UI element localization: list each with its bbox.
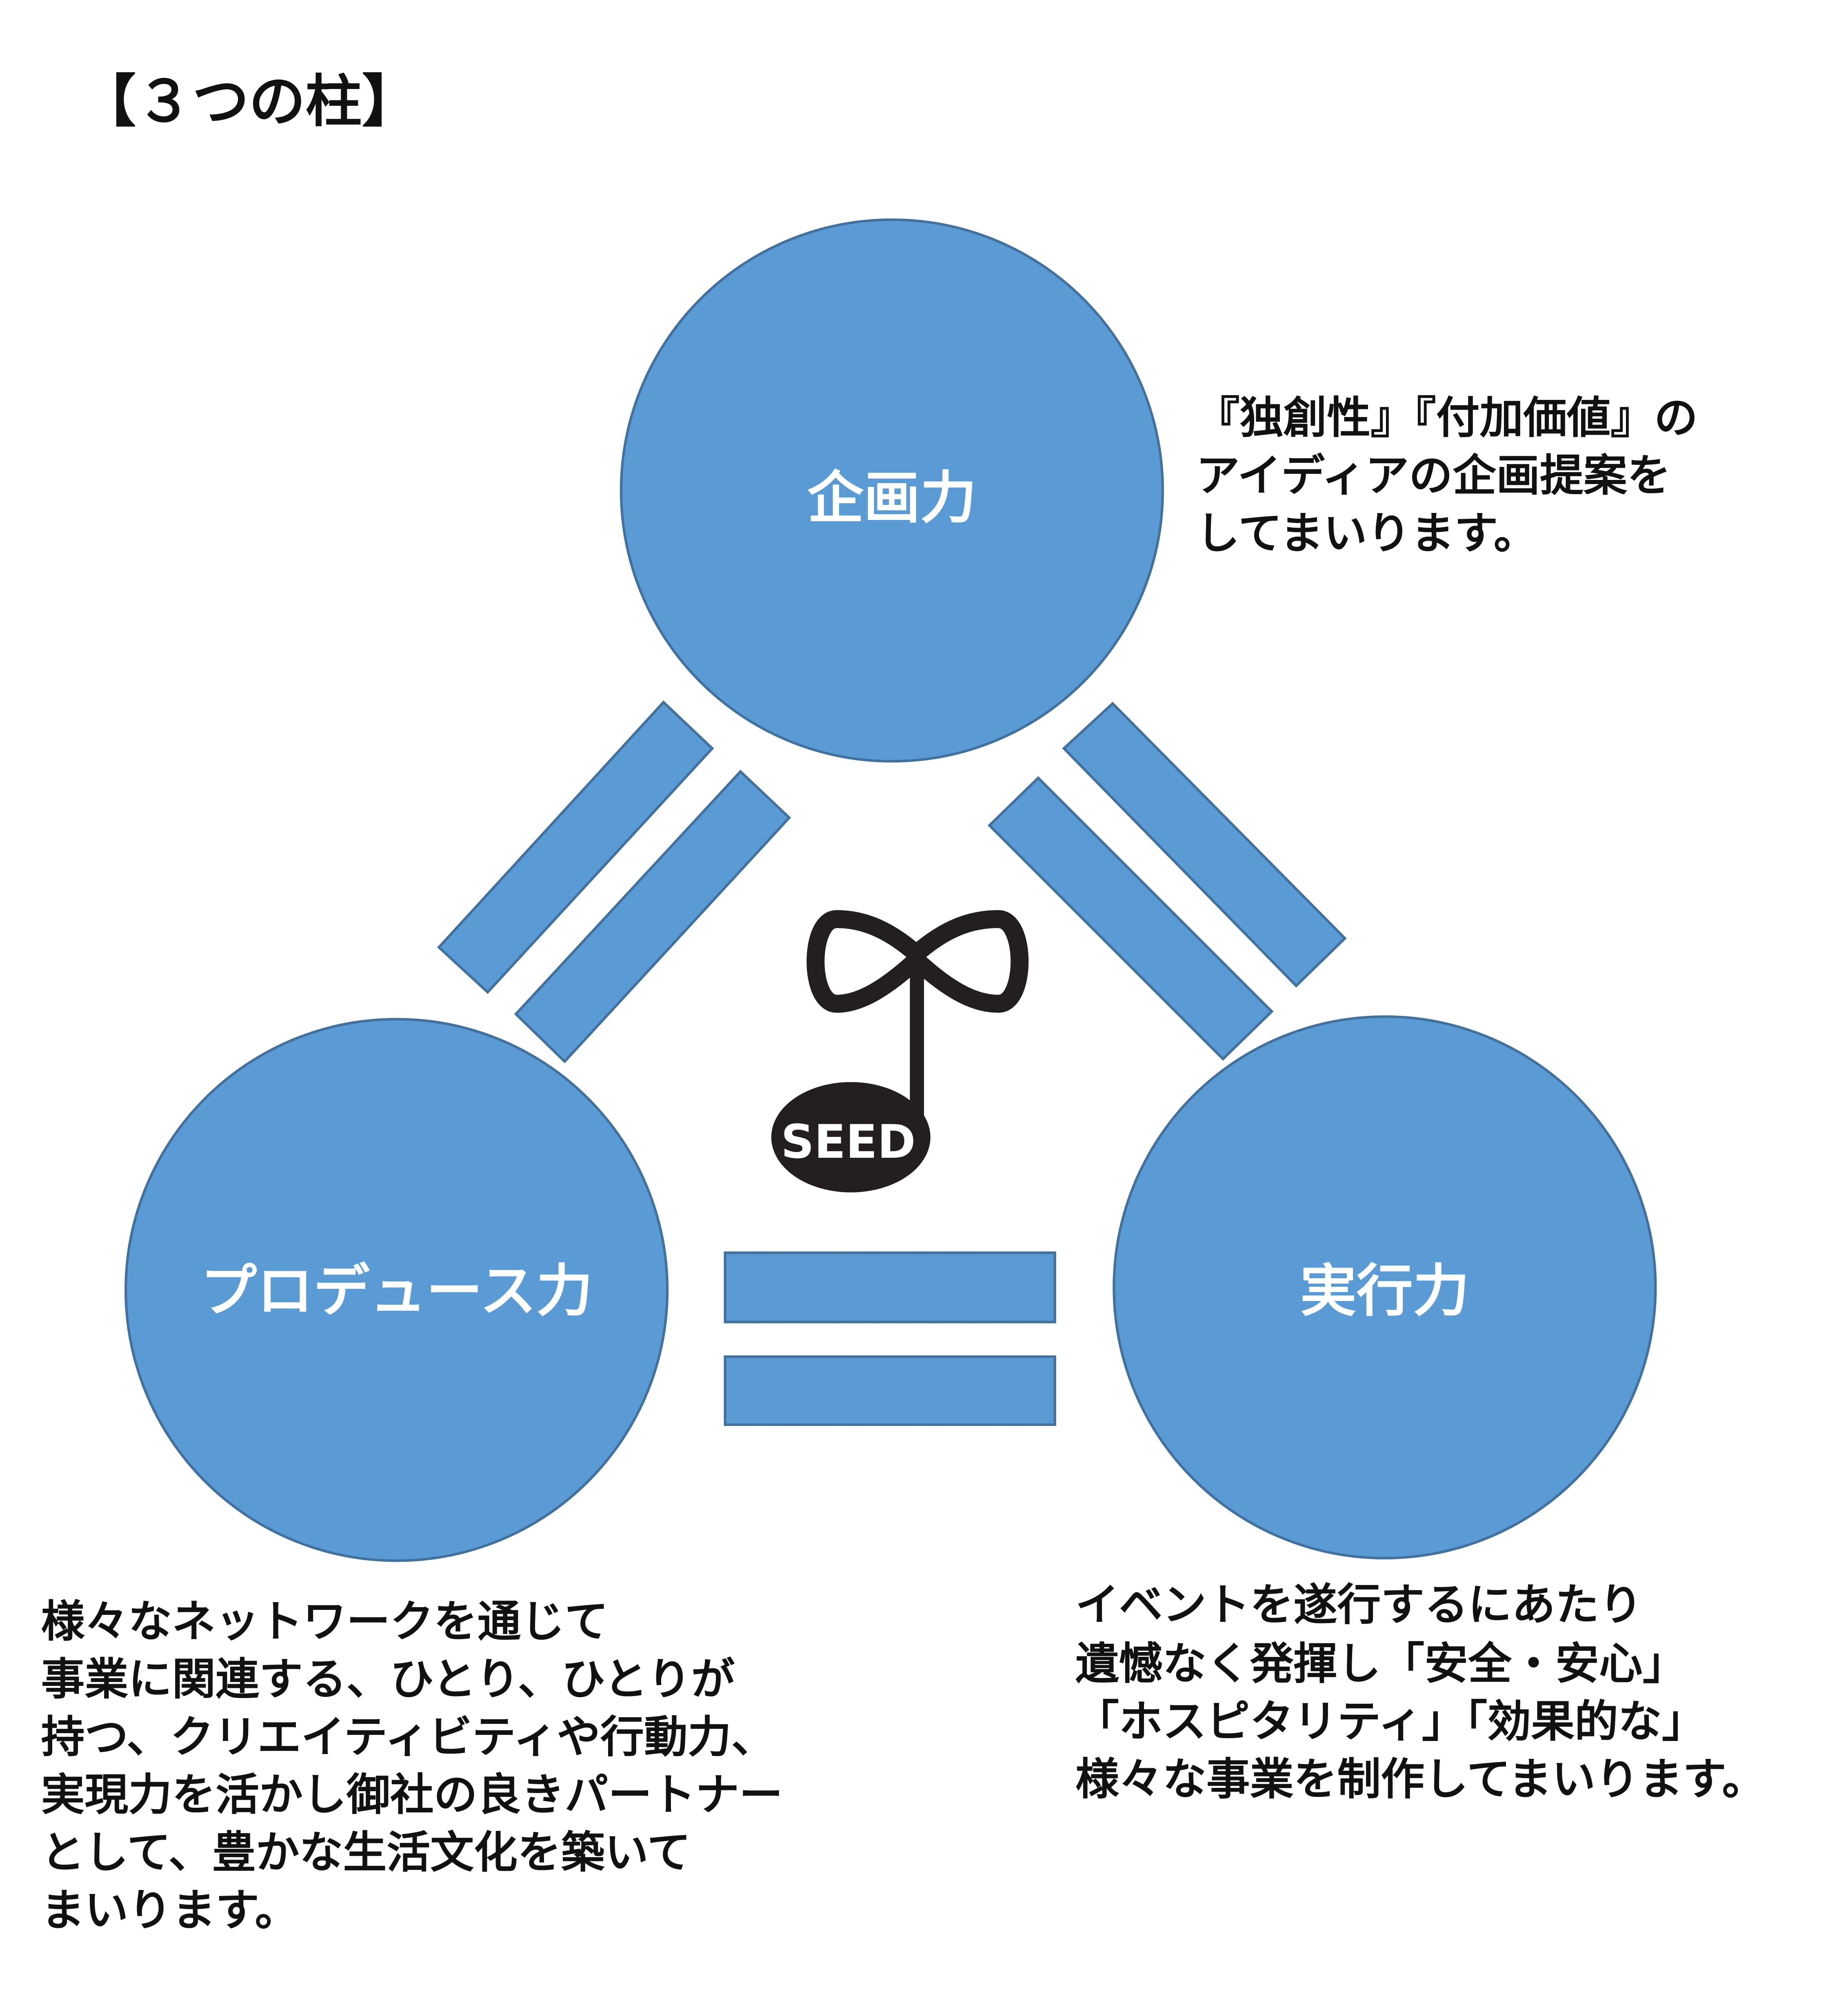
description-planning: 『独創性』『付加価値』の アイディアの企画提案を してまいります。 bbox=[1196, 393, 1698, 559]
description-line: 持つ、クリエイティビティや行動力、 bbox=[41, 1712, 775, 1763]
label-produce: プロデュース力 bbox=[200, 1258, 593, 1324]
seed-ellipse bbox=[771, 1082, 931, 1192]
connector-bar-bottom-top bbox=[724, 1251, 1056, 1323]
description-line: まいります。 bbox=[41, 1885, 299, 1936]
description-line: アイディアの企画提案を bbox=[1196, 451, 1671, 501]
circle-planning bbox=[620, 218, 1164, 763]
connector-bar-right-inner bbox=[987, 776, 1274, 1061]
description-execution: イベントを遂行するにあたり 遺憾なく発揮し「安全・安心」 「ホスピタリティ」「効… bbox=[1075, 1580, 1766, 1805]
description-line: として、豊かな生活文化を築いて bbox=[41, 1827, 691, 1878]
pillar-circles bbox=[124, 218, 1657, 1562]
description-line: してまいります。 bbox=[1196, 508, 1537, 559]
description-line: 様々な事業を制作してまいります。 bbox=[1075, 1754, 1766, 1805]
page-title: 【３つの柱】 bbox=[80, 69, 418, 134]
circle-produce bbox=[124, 1018, 669, 1562]
description-produce: 様々なネットワークを通じて 事業に関連する、ひとり、ひとりが 持つ、クリエイティ… bbox=[41, 1596, 783, 1936]
connector-bar-right-outer bbox=[1062, 702, 1347, 988]
description-line: 実現力を活かし御社の良きパートナー bbox=[41, 1770, 783, 1820]
label-planning: 企画力 bbox=[807, 465, 977, 531]
description-line: 事業に関連する、ひとり、ひとりが bbox=[41, 1654, 735, 1705]
connector-bar-left-outer bbox=[437, 700, 714, 994]
description-line: 様々なネットワークを通じて bbox=[41, 1596, 609, 1647]
connector-bars bbox=[437, 700, 1347, 1426]
circle-execution bbox=[1113, 1015, 1657, 1560]
connector-bar-bottom-lower bbox=[724, 1355, 1056, 1426]
connector-bar-left-inner bbox=[514, 770, 791, 1063]
description-line: 『独創性』『付加価値』の bbox=[1196, 393, 1698, 443]
infinity-icon bbox=[806, 910, 1029, 1013]
logo-text: SEED bbox=[781, 1115, 915, 1169]
description-line: 「ホスピタリティ」「効果的な」 bbox=[1075, 1696, 1706, 1747]
label-execution: 実行力 bbox=[1300, 1258, 1469, 1324]
seed-logo: SEED bbox=[771, 910, 1029, 1192]
description-line: 遺憾なく発揮し「安全・安心」 bbox=[1075, 1639, 1686, 1690]
description-line: イベントを遂行するにあたり bbox=[1075, 1580, 1643, 1630]
